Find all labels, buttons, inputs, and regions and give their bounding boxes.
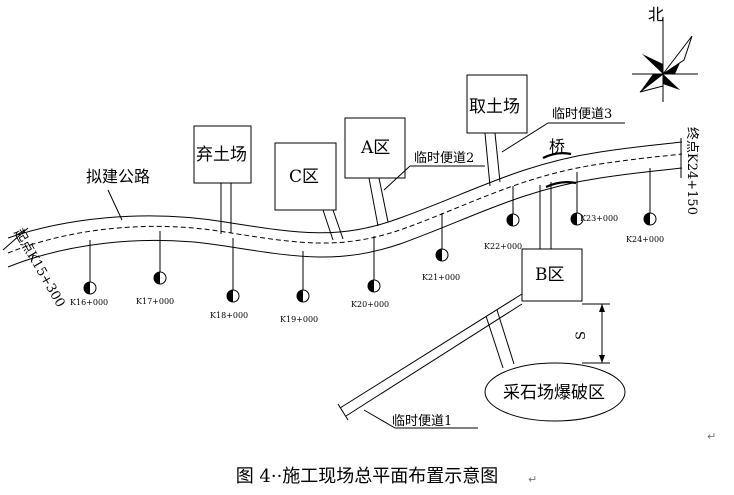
marker-half-fill (368, 280, 374, 292)
marker-half-fill (297, 290, 303, 302)
borrow-pit-label: 取土场 (469, 97, 520, 117)
marker-label: K19+000 (280, 315, 318, 324)
north-label: 北 (648, 5, 664, 24)
marker-half-fill (644, 213, 650, 225)
b-zone: B区 (337, 182, 583, 421)
quarry-blasting-area: 采石场爆破区 (484, 362, 626, 422)
spoil-area-label: 弃土场 (196, 145, 247, 165)
marker-half-fill (84, 282, 90, 294)
borrow-pit: 取土场 (466, 74, 528, 187)
marker-half-fill (154, 272, 160, 284)
distance-label: S (574, 331, 589, 340)
north-arrow: 北 (632, 5, 698, 102)
paragraph-mark: ↵ (528, 473, 538, 486)
distance-dimension: S (574, 303, 610, 364)
temp-road-3-label: 临时便道3 (552, 107, 612, 122)
quarry-label: 采石场爆破区 (503, 383, 605, 403)
figure-caption: 图 4··施工现场总平面布置示意图 (235, 466, 499, 487)
marker-label: K23+000 (580, 214, 618, 223)
marker-label: K21+000 (422, 273, 460, 282)
end-point-label: 终点K24+150 (684, 127, 700, 215)
bridge: 桥 (542, 137, 577, 188)
temp-road-2-label: 临时便道2 (414, 151, 474, 166)
marker-half-fill (571, 213, 577, 225)
marker-label: K16+000 (70, 298, 108, 307)
marker-half-fill (227, 290, 233, 302)
temp-road-1-label: 临时便道1 (392, 414, 452, 429)
paragraph-mark: ↵ (707, 430, 717, 443)
start-point-label: 起点K15+300 (11, 227, 68, 311)
c-zone: C区 (274, 142, 344, 241)
bridge-label: 桥 (549, 137, 565, 156)
marker-label: K22+000 (484, 242, 522, 251)
spoil-area: 弃土场 (193, 125, 252, 234)
marker-label: K18+000 (210, 311, 248, 320)
marker-label: K24+000 (626, 235, 664, 244)
marker-half-fill (507, 214, 513, 226)
marker-label: K20+000 (351, 300, 389, 309)
proposed-road (7, 141, 683, 268)
a-zone-label: A区 (360, 138, 390, 158)
road-name-label: 拟建公路 (86, 167, 150, 186)
marker-half-fill (436, 249, 442, 261)
c-zone-label: C区 (289, 167, 319, 187)
marker-label: K17+000 (136, 297, 174, 306)
b-zone-label: B区 (535, 265, 565, 285)
a-zone: A区 (344, 117, 406, 227)
